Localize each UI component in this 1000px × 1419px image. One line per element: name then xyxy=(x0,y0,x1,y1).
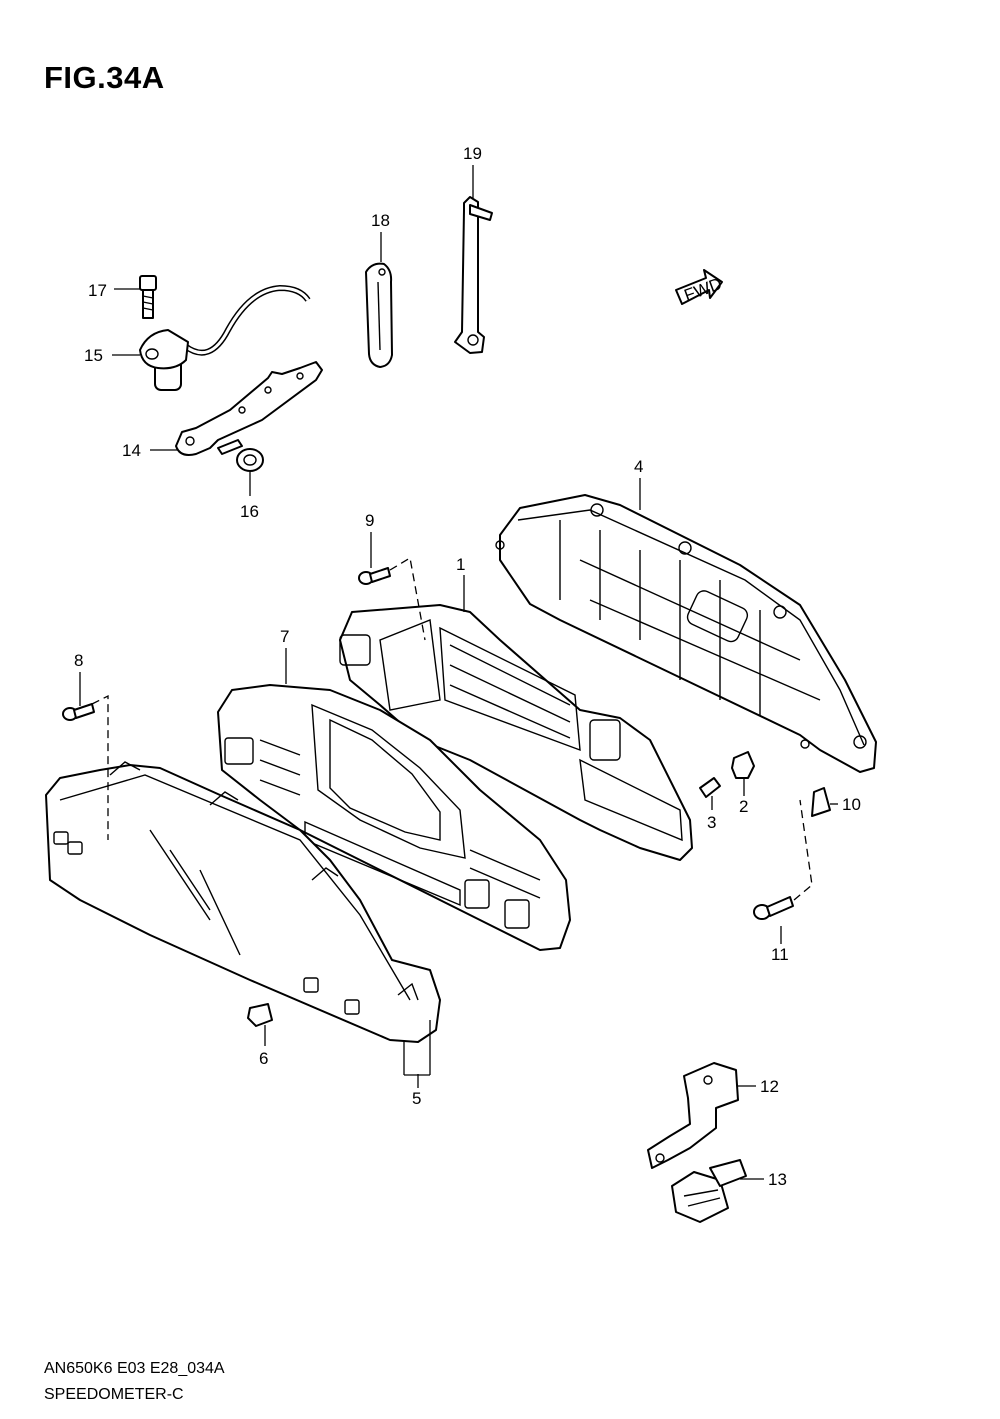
callout-3: 3 xyxy=(707,813,716,832)
part-10-cap xyxy=(811,787,831,817)
callout-1: 1 xyxy=(456,555,465,574)
callout-4: 4 xyxy=(634,457,643,476)
part-8-screw xyxy=(62,703,95,721)
part-15-speed-sensor xyxy=(139,284,311,391)
part-9-screw xyxy=(358,567,391,585)
leader-lines xyxy=(79,165,838,1180)
part-18-strap xyxy=(365,262,393,368)
callout-15: 15 xyxy=(84,346,103,365)
part-16-flange-bolt xyxy=(217,439,264,472)
section-name: SPEEDOMETER-C xyxy=(44,1386,184,1403)
callout-9: 9 xyxy=(365,511,374,530)
callout-18: 18 xyxy=(371,211,390,230)
fwd-label: FWD xyxy=(682,274,725,305)
fwd-direction-arrow: FWD xyxy=(675,269,725,305)
callout-2: 2 xyxy=(739,797,748,816)
callout-16: 16 xyxy=(240,502,259,521)
callout-19: 19 xyxy=(463,144,482,163)
callout-17: 17 xyxy=(88,281,107,300)
callout-8: 8 xyxy=(74,651,83,670)
callout-10: 10 xyxy=(842,795,861,814)
model-code: AN650K6 E03 E28_034A xyxy=(44,1360,225,1377)
part-11-screw xyxy=(753,896,794,920)
part-4-rear-housing xyxy=(495,494,877,773)
part-12-bracket xyxy=(647,1062,739,1169)
part-5-lens-cover xyxy=(45,761,441,1043)
callout-7: 7 xyxy=(280,627,289,646)
part-17-bolt xyxy=(139,275,157,319)
callout-12: 12 xyxy=(760,1077,779,1096)
part-2-grommet xyxy=(731,751,755,779)
callout-13: 13 xyxy=(768,1170,787,1189)
callout-labels: 1 2 3 4 5 6 7 8 9 10 11 12 13 14 15 16 1… xyxy=(74,144,861,1189)
part-3-pin xyxy=(699,777,721,798)
callout-6: 6 xyxy=(259,1049,268,1068)
part-14-bracket-plate xyxy=(175,361,323,456)
part-6-clip xyxy=(247,1003,273,1027)
figure-title: FIG.34A xyxy=(44,60,165,95)
part-13-connector xyxy=(671,1159,747,1223)
callout-11: 11 xyxy=(771,945,789,964)
part-19-rod-bracket xyxy=(454,196,493,354)
callout-14: 14 xyxy=(122,441,141,460)
callout-5: 5 xyxy=(412,1089,421,1108)
